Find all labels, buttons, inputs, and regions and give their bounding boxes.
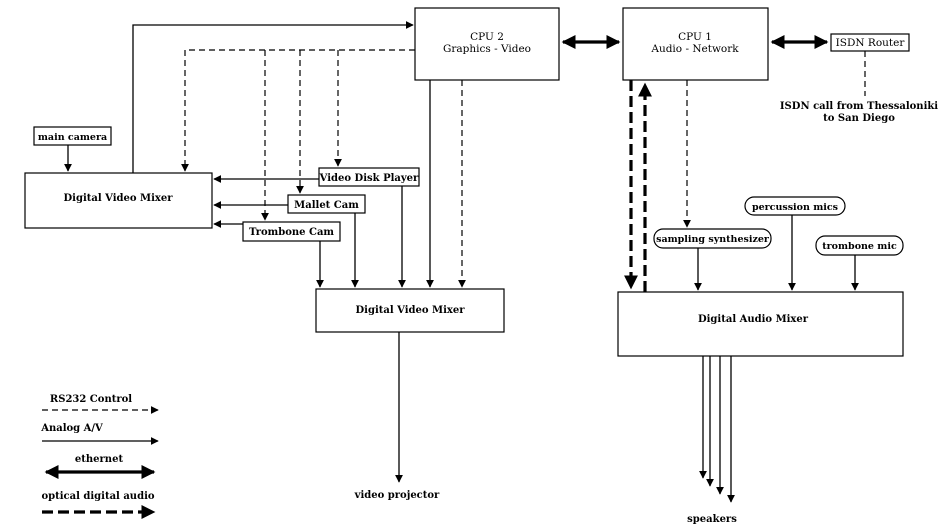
cpu1-subtitle: Audio - Network bbox=[650, 43, 739, 55]
trombone-cam-label: Trombone Cam bbox=[249, 227, 334, 238]
mallet-cam-box bbox=[287, 194, 366, 214]
trombone-mic-label: trombone mic bbox=[822, 241, 897, 252]
left-mixer-to-cpu2-arrow bbox=[132, 21, 414, 173]
main-camera-box bbox=[33, 126, 112, 146]
trombone-mic-box bbox=[815, 235, 904, 256]
main-camera-label: main camera bbox=[38, 132, 107, 143]
video-disk-player-box bbox=[318, 167, 420, 187]
video-mixer-center-box bbox=[315, 288, 505, 333]
legend: RS232 Control Analog A/V ethernet optica… bbox=[40, 394, 159, 519]
isdn-call-label-line1: ISDN call from Thessaloniki bbox=[780, 101, 938, 112]
video-projector-label: video projector bbox=[354, 490, 440, 501]
legend-rs232-label: RS232 Control bbox=[50, 394, 132, 405]
audio-mixer-label: Digital Audio Mixer bbox=[698, 314, 809, 325]
percussion-mics-box bbox=[744, 196, 846, 216]
legend-analog-label: Analog A/V bbox=[40, 423, 103, 434]
cpu2-title: CPU 2 bbox=[470, 31, 504, 43]
mallet-cam-label: Mallet Cam bbox=[294, 200, 359, 211]
video-mixer-left-label: Digital Video Mixer bbox=[64, 193, 174, 204]
isdn-router-box bbox=[830, 33, 910, 52]
cpu1-box bbox=[622, 7, 769, 81]
cpu2-subtitle: Graphics - Video bbox=[443, 43, 531, 55]
video-mixer-left-box bbox=[24, 172, 213, 229]
cpu2-box bbox=[414, 7, 560, 81]
audio-mixer-box bbox=[617, 291, 904, 357]
video-disk-player-label: Video Disk Player bbox=[319, 173, 419, 184]
video-mixer-center-label: Digital Video Mixer bbox=[356, 305, 466, 316]
percussion-mics-label: percussion mics bbox=[752, 202, 838, 213]
isdn-router-label: ISDN Router bbox=[836, 37, 906, 49]
legend-optical-label: optical digital audio bbox=[41, 491, 154, 502]
speakers-label: speakers bbox=[687, 514, 737, 525]
trombone-cam-box bbox=[242, 221, 341, 242]
sampling-synthesizer-label: sampling synthesizer bbox=[656, 234, 770, 245]
legend-ethernet-label: ethernet bbox=[75, 454, 124, 465]
isdn-call-label-line2: to San Diego bbox=[823, 113, 895, 124]
cpu1-title: CPU 1 bbox=[678, 31, 712, 43]
sampling-synthesizer-box bbox=[653, 228, 772, 249]
